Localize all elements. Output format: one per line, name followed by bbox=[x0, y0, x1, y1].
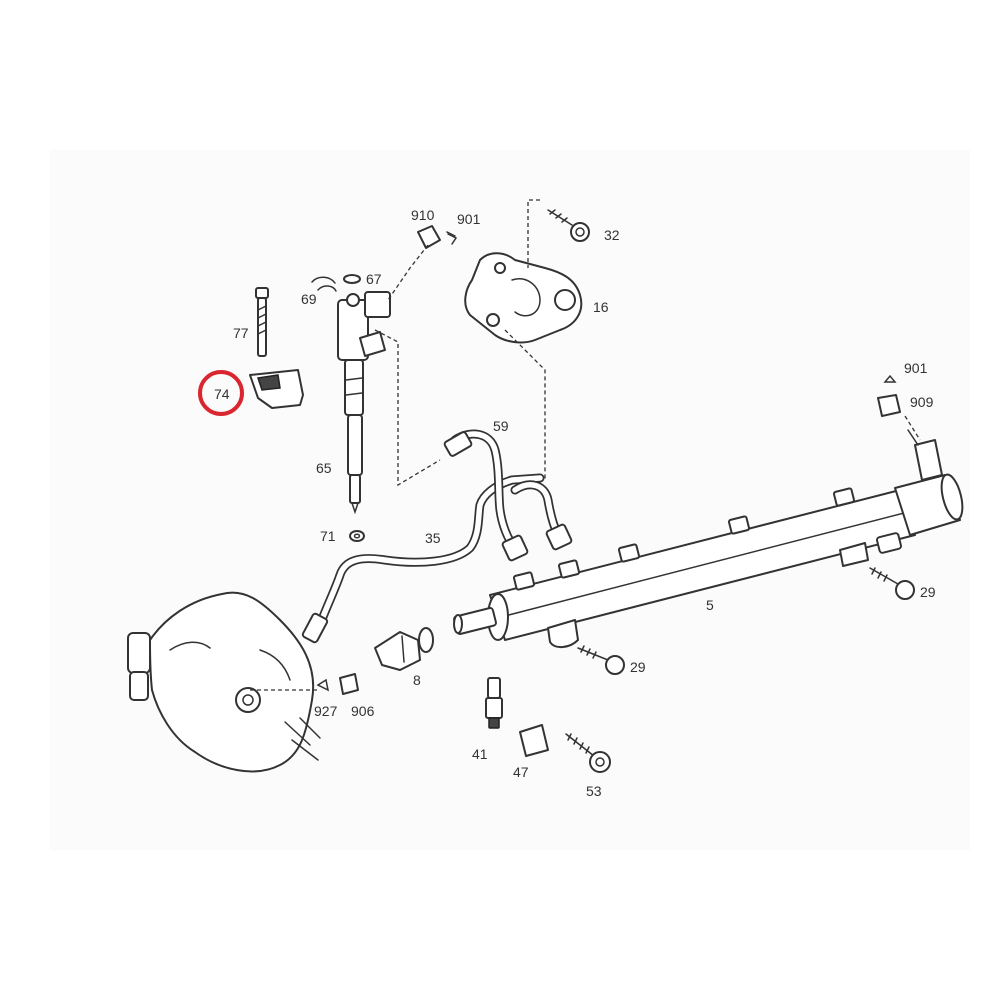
bolt-29-upper[interactable] bbox=[869, 567, 915, 600]
injector[interactable] bbox=[337, 291, 391, 515]
bolt-29-lower[interactable] bbox=[577, 645, 625, 675]
label-65: 65 bbox=[316, 460, 332, 476]
label-29-lower: 29 bbox=[630, 659, 646, 675]
label-927: 927 bbox=[314, 703, 338, 719]
label-32: 32 bbox=[604, 227, 620, 243]
washer-67[interactable] bbox=[343, 274, 361, 284]
part-47[interactable] bbox=[519, 724, 549, 757]
bracket-16[interactable] bbox=[464, 252, 583, 344]
cap-901-rail[interactable] bbox=[883, 374, 897, 383]
label-8: 8 bbox=[413, 672, 421, 688]
label-35: 35 bbox=[425, 530, 441, 546]
label-5: 5 bbox=[706, 597, 714, 613]
sensor-8[interactable] bbox=[374, 627, 434, 671]
leader-lines bbox=[250, 199, 921, 691]
connector-909[interactable] bbox=[877, 394, 901, 417]
part-labels: 910 901 32 67 69 16 77 74 901 909 59 65 … bbox=[214, 207, 936, 799]
highlight-circle-74 bbox=[198, 370, 244, 416]
clamp-74[interactable] bbox=[249, 369, 304, 409]
cap-927[interactable] bbox=[316, 678, 330, 692]
label-901-rail: 901 bbox=[904, 360, 928, 376]
sensor-41[interactable] bbox=[485, 677, 503, 729]
label-29-upper: 29 bbox=[920, 584, 936, 600]
label-53: 53 bbox=[586, 783, 602, 799]
label-74: 74 bbox=[214, 386, 230, 402]
label-910: 910 bbox=[411, 207, 435, 223]
label-77: 77 bbox=[233, 325, 249, 341]
label-41: 41 bbox=[472, 746, 488, 762]
label-67: 67 bbox=[366, 271, 382, 287]
clip-69[interactable] bbox=[311, 276, 337, 292]
label-47: 47 bbox=[513, 764, 529, 780]
pipe-35[interactable] bbox=[301, 473, 545, 644]
bolt-32[interactable] bbox=[547, 209, 590, 242]
label-59: 59 bbox=[493, 418, 509, 434]
label-16: 16 bbox=[593, 299, 609, 315]
label-901-top: 901 bbox=[457, 211, 481, 227]
high-pressure-pump[interactable] bbox=[127, 591, 321, 773]
label-69: 69 bbox=[301, 291, 317, 307]
washer-71[interactable] bbox=[349, 530, 365, 542]
connector-906[interactable] bbox=[339, 673, 359, 695]
label-909: 909 bbox=[910, 394, 934, 410]
pipe-59[interactable] bbox=[443, 429, 573, 562]
fuel-rail[interactable] bbox=[453, 429, 966, 648]
label-906: 906 bbox=[351, 703, 375, 719]
clamp-bolt-77[interactable] bbox=[255, 287, 269, 357]
cap-901-top[interactable] bbox=[446, 231, 456, 237]
label-71: 71 bbox=[320, 528, 336, 544]
connector-910[interactable] bbox=[417, 225, 458, 249]
bolt-53[interactable] bbox=[565, 733, 611, 773]
